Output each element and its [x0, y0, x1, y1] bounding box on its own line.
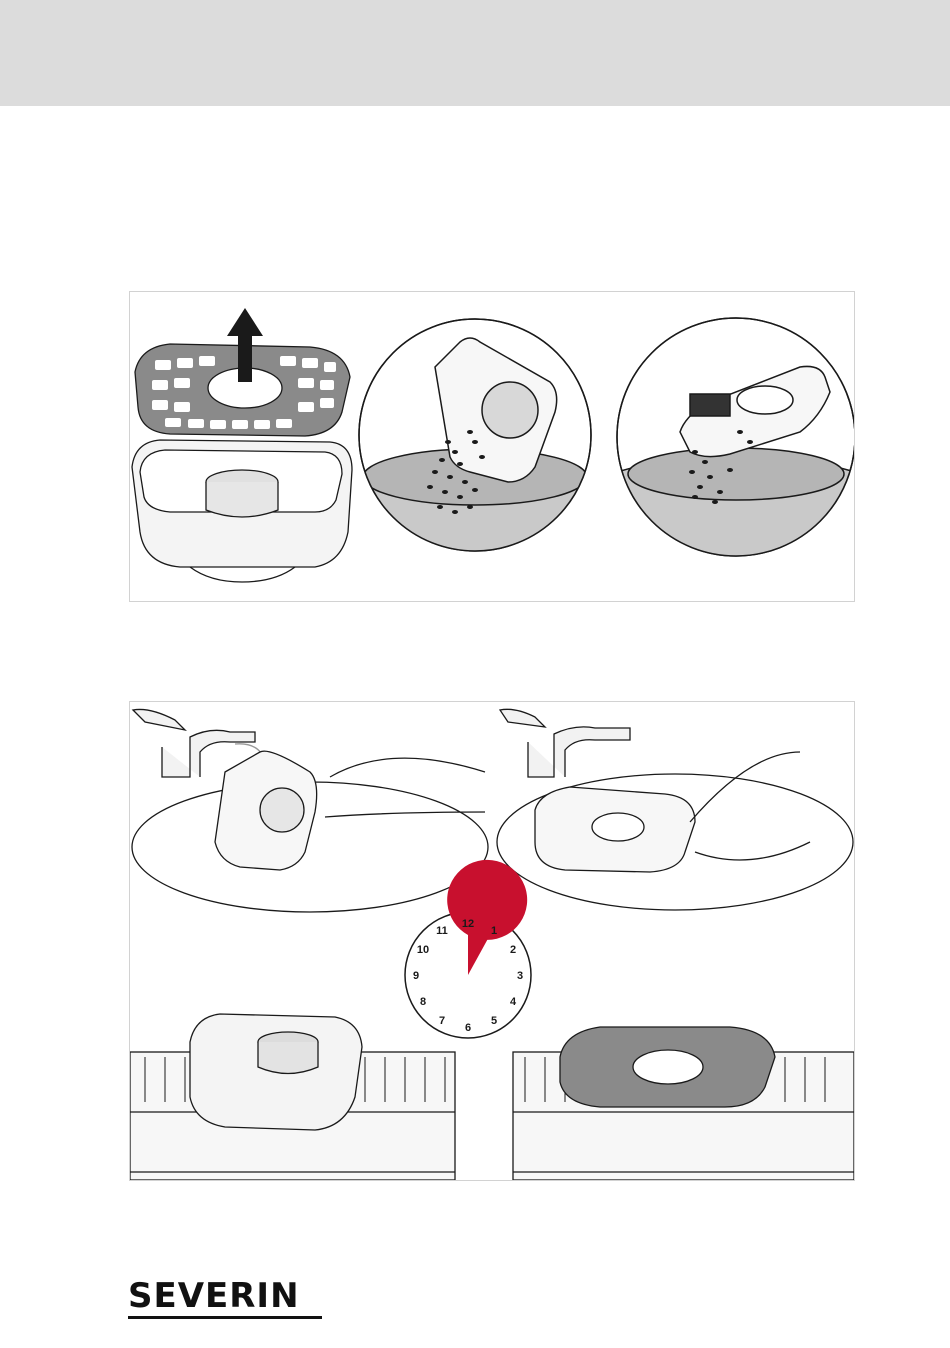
logo-underline — [128, 1316, 322, 1319]
timer-hour-label: 9 — [413, 970, 419, 982]
timer-hour-label: 3 — [517, 970, 523, 982]
timer-hour-label: 5 — [491, 1015, 497, 1027]
emptying-into-bowl-illustration — [359, 319, 591, 562]
timer-hour-label: 12 — [462, 918, 474, 930]
brushing-into-bowl-illustration — [617, 318, 854, 562]
rinse-container-illustration — [132, 709, 488, 912]
timer-hour-label: 8 — [420, 996, 426, 1008]
radiator-right-illustration — [513, 1027, 854, 1180]
timer-hour-label: 11 — [436, 925, 448, 937]
illustration-panel-emptying — [129, 291, 855, 602]
timer-hour-label: 7 — [439, 1015, 445, 1027]
rinse-filter-illustration — [497, 709, 853, 910]
brand-logo: SEVERIN — [128, 1278, 323, 1314]
timer-hour-label: 6 — [465, 1022, 471, 1034]
timer-hour-label: 4 — [510, 996, 517, 1008]
timer-hour-label: 1 — [491, 925, 497, 937]
radiator-left-illustration — [130, 1014, 455, 1180]
brush-icon — [690, 394, 730, 416]
emptying-steps-drawing — [130, 292, 854, 601]
timer-hour-label: 2 — [510, 944, 516, 956]
timer-hour-label: 10 — [417, 944, 429, 956]
lid-removal-illustration — [132, 308, 352, 582]
header-band — [0, 0, 950, 106]
